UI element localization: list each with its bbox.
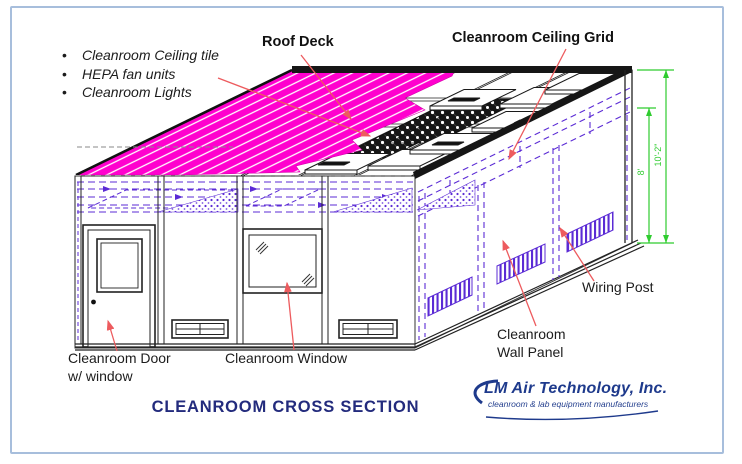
- legend-item-lights: Cleanroom Lights: [60, 83, 219, 102]
- leader-lines: [106, 48, 595, 352]
- leader-wall-panel: [502, 239, 537, 327]
- cleanroom-door: [82, 224, 156, 348]
- leader-ceiling-grid: [508, 48, 567, 161]
- label-wall-panel: Cleanroom Wall Panel: [497, 326, 566, 360]
- door-window: [96, 238, 143, 293]
- roof-fascia: [292, 66, 632, 179]
- plenum-insulation-right: [332, 187, 413, 213]
- company-name: LM Air Technology, Inc.: [484, 380, 668, 397]
- company-logo: LM Air Technology, Inc. cleanroom & lab …: [468, 379, 703, 409]
- company-tagline: cleanroom & lab equipment manufacturers: [488, 399, 649, 409]
- vent-grille-left: [171, 319, 229, 339]
- wiring-posts: [427, 211, 614, 317]
- leader-door: [106, 319, 118, 352]
- leader-ceiling-tile: [217, 77, 372, 137]
- back-corner-post: [624, 70, 633, 243]
- slide-border: [10, 6, 724, 454]
- right-wall-insulation: [416, 179, 476, 211]
- right-wall-hidden-lines: [417, 87, 631, 340]
- ceiling-plenum-band: [75, 175, 415, 213]
- plenum-insulation-left: [157, 188, 239, 213]
- vent-grille-right: [338, 319, 398, 339]
- logo-swoosh: [473, 379, 659, 421]
- legend-list: Cleanroom Ceiling tile HEPA fan units Cl…: [60, 46, 219, 102]
- leader-wiring-post: [559, 226, 595, 282]
- dim-overall-height: 10'-2": [653, 144, 663, 167]
- dimension-lines: 10'-2" 8': [636, 69, 674, 244]
- drawing-title: CLEANROOM CROSS SECTION: [151, 398, 420, 416]
- door-knob: [91, 299, 96, 305]
- label-door: Cleanroom Door w/ window: [68, 350, 171, 384]
- legend-item-hepa: HEPA fan units: [60, 65, 219, 84]
- dim-interior-height: 8': [636, 168, 646, 175]
- label-ceiling-grid: Cleanroom Ceiling Grid: [452, 30, 614, 46]
- label-wiring-post: Wiring Post: [582, 279, 654, 295]
- leader-window: [284, 281, 295, 351]
- label-roof-deck: Roof Deck: [262, 34, 334, 50]
- base-channel: [75, 239, 645, 351]
- leader-roof-deck: [300, 54, 352, 121]
- cleanroom-window: [242, 228, 323, 294]
- legend-item-ceiling-tile: Cleanroom Ceiling tile: [60, 46, 219, 65]
- glass-reflection-marks: [255, 241, 315, 287]
- label-window: Cleanroom Window: [225, 350, 348, 366]
